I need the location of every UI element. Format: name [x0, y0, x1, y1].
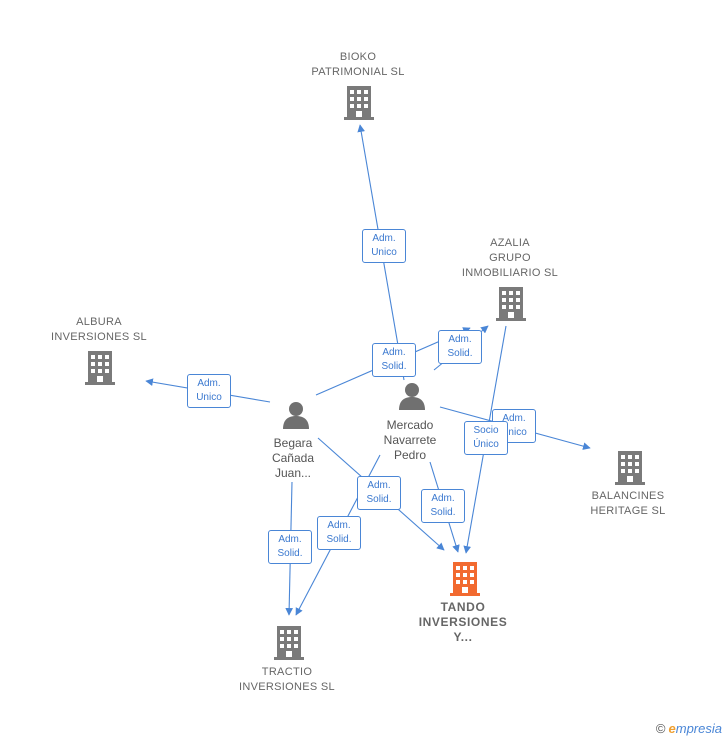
role-badge-line: Solid.	[447, 348, 473, 359]
company-name-line: BIOKO	[339, 51, 377, 63]
role-badge-line: Adm.	[372, 233, 396, 244]
company-name-line: INVERSIONES SL	[239, 681, 335, 693]
role-badge-line: Adm.	[197, 378, 221, 389]
company-name-line: INMOBILIARIO SL	[461, 267, 559, 279]
role-badge-line: Adm.	[382, 347, 406, 358]
building-icon[interactable]	[615, 451, 645, 485]
company-label-azalia[interactable]: AZALIA GRUPO INMOBILIARIO SL	[450, 236, 570, 281]
building-icon[interactable]	[496, 287, 526, 321]
role-badge-line: Unico	[196, 392, 222, 403]
role-badge[interactable]: Adm. Unico	[362, 229, 406, 263]
copyright-icon: ©	[655, 721, 666, 736]
role-badge[interactable]: Adm. Solid.	[317, 516, 361, 550]
person-name-line: Mercado	[386, 418, 434, 432]
role-badge-line: Solid.	[366, 494, 392, 505]
role-badge[interactable]: Adm. Solid.	[421, 489, 465, 523]
role-badge-line: Solid.	[326, 534, 352, 545]
company-name-line: INVERSIONES	[418, 615, 508, 629]
company-label-bioko[interactable]: BIOKO PATRIMONIAL SL	[298, 50, 418, 80]
company-name-line: ALBURA	[76, 316, 122, 328]
role-badge-line: Unico	[371, 247, 397, 258]
role-badge[interactable]: Adm. Solid.	[357, 476, 401, 510]
role-badge-line: Adm.	[278, 534, 302, 545]
building-icon[interactable]	[85, 351, 115, 385]
role-badge-line: Solid.	[381, 361, 407, 372]
role-badge-line: Solid.	[430, 507, 456, 518]
company-name-line: TRACTIO	[261, 666, 313, 678]
company-label-tando[interactable]: TANDO INVERSIONES Y...	[403, 600, 523, 645]
company-label-albura[interactable]: ALBURA INVERSIONES SL	[39, 315, 159, 345]
role-badge[interactable]: Adm. Solid.	[372, 343, 416, 377]
role-badge[interactable]: Adm. Solid.	[438, 330, 482, 364]
role-badge[interactable]: Adm. Unico	[187, 374, 231, 408]
company-name-line: GRUPO	[489, 252, 531, 264]
role-badge-line: Socio	[473, 425, 499, 436]
role-badge-line: Adm.	[367, 480, 391, 491]
role-badge-line: Solid.	[277, 548, 303, 559]
role-badge[interactable]: Adm. Solid.	[268, 530, 312, 564]
role-badge-line: Adm.	[502, 413, 526, 424]
company-name-line: HERITAGE SL	[590, 505, 666, 517]
empresia-logo[interactable]: empresia	[669, 721, 722, 736]
company-name-line: BALANCINES	[591, 490, 665, 502]
role-badge-line: Adm.	[327, 520, 351, 531]
role-badge-line: Adm.	[431, 493, 455, 504]
person-name-line: Juan...	[274, 466, 312, 480]
person-name-line: Cañada	[271, 451, 315, 465]
person-icon[interactable]	[398, 382, 426, 410]
role-badge-line: Único	[473, 439, 499, 450]
footer-brand: © empresia	[656, 721, 722, 736]
company-name-line: PATRIMONIAL SL	[311, 66, 405, 78]
company-name-line: Y...	[453, 630, 473, 644]
person-label-mercado[interactable]: Mercado Navarrete Pedro	[360, 418, 460, 463]
person-icon[interactable]	[282, 401, 310, 429]
main-building-icon[interactable]	[450, 562, 480, 596]
person-name-line: Begara	[273, 436, 313, 450]
person-name-line: Navarrete	[383, 433, 437, 447]
building-icon[interactable]	[274, 626, 304, 660]
company-name-line: AZALIA	[490, 237, 530, 249]
company-label-tractio[interactable]: TRACTIO INVERSIONES SL	[227, 665, 347, 695]
company-name-line: TANDO	[440, 600, 486, 614]
person-name-line: Pedro	[393, 448, 427, 462]
company-name-line: INVERSIONES SL	[51, 331, 147, 343]
building-icon[interactable]	[344, 86, 374, 120]
person-label-begara[interactable]: Begara Cañada Juan...	[243, 436, 343, 481]
brand-rest: mpresia	[675, 721, 722, 736]
brand-initial: e	[668, 721, 676, 736]
role-badge[interactable]: Socio Único	[464, 421, 508, 455]
role-badge-line: Unico	[501, 427, 527, 438]
company-label-balancines[interactable]: BALANCINES HERITAGE SL	[568, 489, 688, 519]
role-badge-line: Adm.	[448, 334, 472, 345]
